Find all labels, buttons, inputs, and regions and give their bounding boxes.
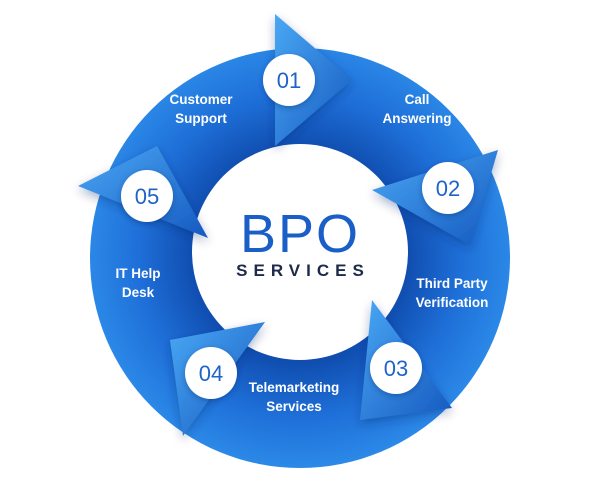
step-number-04: 04 [199,361,223,386]
step-label-line: Support [175,111,227,126]
center-title: BPO [240,204,360,264]
center-subtitle: SERVICES [236,261,370,280]
step-number-03: 03 [384,356,408,381]
step-label-line: Third Party [416,276,488,291]
step-label-line: Services [266,399,322,414]
step-label-line: IT Help [115,266,160,281]
step-label-line: Call [405,92,430,107]
step-label-line: Verification [416,295,489,310]
step-label-line: Answering [382,111,451,126]
step-circle-03 [370,342,422,394]
step-circle-02 [422,162,474,214]
step-label-line: Desk [122,285,155,300]
number-circles: 01 02 03 04 05 [121,54,474,399]
step-circle-05 [121,170,173,222]
step-number-05: 05 [135,184,159,209]
step-label-line: Customer [169,92,233,107]
step-number-01: 01 [277,68,301,93]
ring-hole [192,144,408,360]
step-label-line: Telemarketing [249,380,340,395]
step-circle-01 [263,54,315,106]
step-number-02: 02 [436,176,460,201]
step-circle-04 [185,347,237,399]
